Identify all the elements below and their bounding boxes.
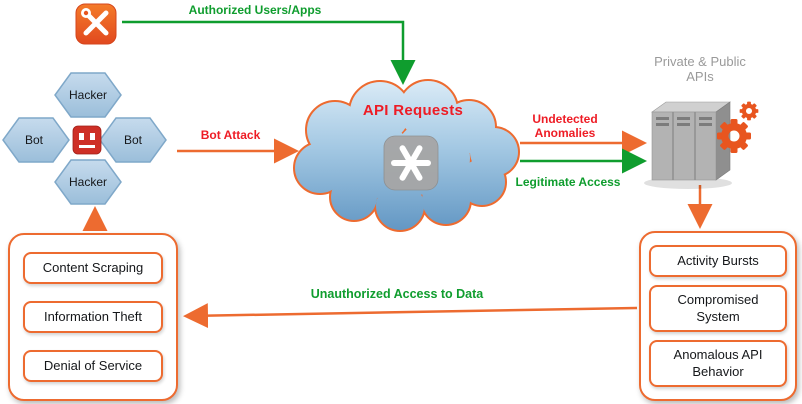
robot-icon: [72, 125, 102, 155]
cloud-shape: [293, 79, 520, 232]
threat-item: Denial of Service: [23, 350, 163, 383]
bot-hexagon-left: [2, 117, 70, 163]
api-requests-label: API Requests: [362, 102, 464, 119]
threat-item-label: Denial of Service: [43, 358, 143, 374]
threat-item: Content Scraping: [23, 251, 163, 284]
anomaly-item-label: Anomalous API Behavior: [673, 347, 763, 379]
anomaly-item-label: Compromised System: [677, 292, 759, 324]
threat-item-label: Content Scraping: [42, 259, 144, 275]
anomaly-item: Anomalous API Behavior: [649, 340, 787, 387]
gear-icon: [717, 101, 759, 153]
hacker-hexagon-bottom: [54, 159, 122, 205]
undetected-anomalies-label: Undetected Anomalies: [532, 112, 598, 141]
threat-item: Information Theft: [23, 300, 163, 333]
bot-label-right: Bot: [123, 133, 143, 147]
hacker-label-top: Hacker: [68, 88, 108, 102]
apis-title: Private & Public APIs: [654, 54, 746, 85]
api-hub-icon: [383, 135, 439, 191]
anomaly-item: Compromised System: [649, 285, 787, 332]
anomalies-panel: Activity Bursts Compromised System Anoma…: [639, 231, 797, 401]
unauthorized-access-label: Unauthorized Access to Data: [310, 287, 484, 301]
tools-icon: [75, 3, 117, 45]
hacker-hexagon-top: [54, 72, 122, 118]
bot-attack-label: Bot Attack: [200, 128, 261, 142]
authorized-arrow: [122, 20, 416, 85]
anomaly-item-label: Activity Bursts: [677, 253, 759, 269]
bot-label-left: Bot: [24, 133, 44, 147]
threats-panel: Content Scraping Information Theft Denia…: [8, 233, 178, 401]
threat-item-label: Information Theft: [43, 308, 143, 324]
attacker-hexagons: [2, 72, 167, 205]
server-icon: [644, 101, 759, 189]
anomaly-item: Activity Bursts: [649, 245, 787, 278]
legitimate-access-label: Legitimate Access: [515, 175, 621, 189]
hacker-label-bottom: Hacker: [68, 175, 108, 189]
unauthorized-access-arrow: [183, 303, 638, 329]
authorized-users-label: Authorized Users/Apps: [188, 3, 322, 17]
